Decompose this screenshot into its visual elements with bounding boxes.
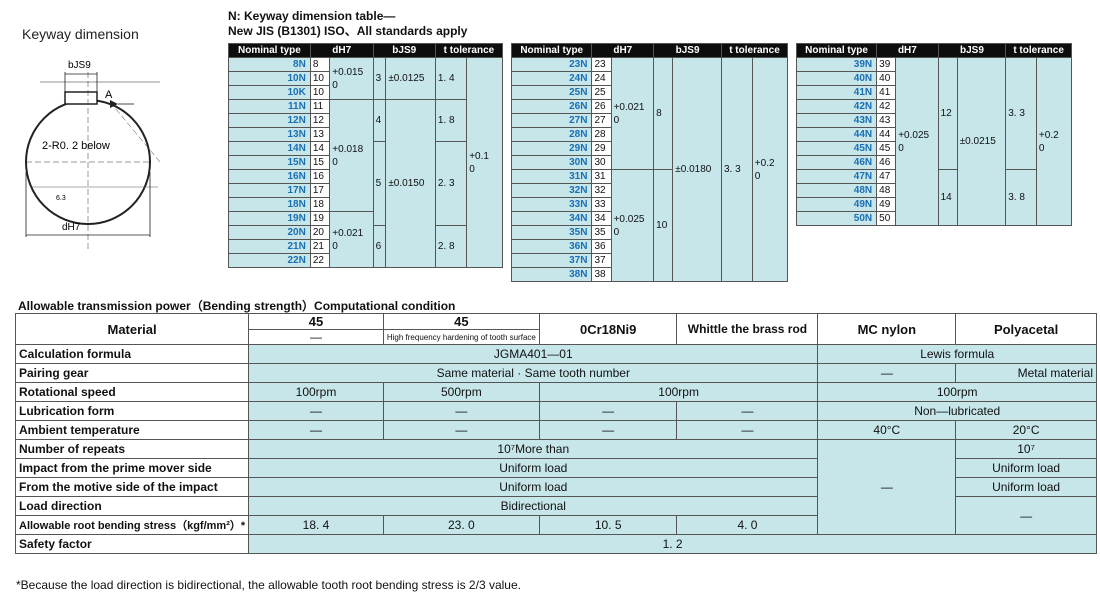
dh7-label: dH7 xyxy=(62,222,81,233)
power-section-title: Allowable transmission power（Bending str… xyxy=(18,299,456,313)
mat-mc: MC nylon xyxy=(817,313,957,345)
keyway-diagram: bJS9 A 2-R0. 2 below dH7 6.3 xyxy=(25,60,161,252)
roughness-label: 6.3 xyxy=(56,195,66,202)
mat-45: 45 xyxy=(248,313,384,330)
material-header: Material xyxy=(14,313,250,345)
footnote: *Because the load direction is bidirecti… xyxy=(16,578,521,592)
power-table: Material 45 45 0Cr18Ni9 Whittle the bras… xyxy=(14,313,1097,554)
mat-brass: Whittle the brass rod xyxy=(676,313,819,345)
radius-label: 2-R0. 2 below xyxy=(42,140,110,152)
mat-poly: Polyacetal xyxy=(955,313,1097,345)
keyway-title: Keyway dimension xyxy=(22,26,139,42)
keyway-table-title: N: Keyway dimension table— New JIS (B130… xyxy=(228,9,468,38)
mat-45-sub: — xyxy=(248,329,384,345)
a-label: A xyxy=(105,89,113,101)
mat-45b: 45 xyxy=(382,313,540,330)
bjs9-label: bJS9 xyxy=(68,60,91,71)
mat-45b-sub: High frequency hardening of tooth surfac… xyxy=(382,329,540,345)
mat-ocr: 0Cr18Ni9 xyxy=(538,313,678,345)
